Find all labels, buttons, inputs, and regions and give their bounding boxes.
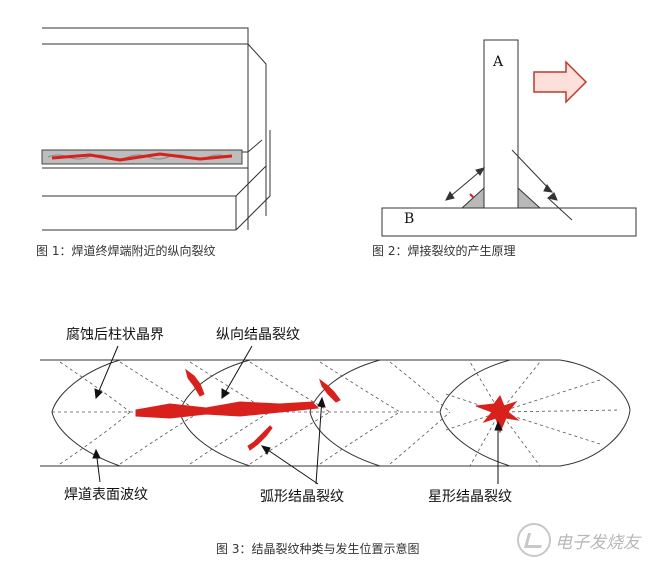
- figure3-ripples: [51, 359, 511, 467]
- figure1-weld-bead: [41, 149, 243, 165]
- watermark: 电子发烧友: [517, 523, 640, 557]
- plate-b-label: B: [404, 211, 415, 227]
- arc-crack-lower: [247, 425, 273, 451]
- arc-crack-right: [319, 378, 341, 403]
- right-weld: [517, 186, 542, 209]
- grain-boundary-label: 腐蚀后柱状晶界: [66, 327, 164, 343]
- longitudinal-crack-label: 纵向结晶裂纹: [216, 327, 300, 343]
- longitudinal-crack-1: [51, 152, 233, 162]
- arc-crack-label: 弧形结晶裂纹: [260, 489, 344, 505]
- star-crack: [475, 394, 520, 434]
- figure3-caption: 图 3：结晶裂纹种类与发生位置示意图: [216, 542, 420, 556]
- figure2-drawing: [381, 39, 637, 237]
- figure3-bead-outline: [40, 359, 631, 467]
- arc-crack-upper: [185, 368, 205, 397]
- figure3-leaders: [92, 345, 503, 485]
- star-crack-label: 星形结晶裂纹: [428, 489, 512, 505]
- watermark-text: 电子发烧友: [555, 532, 640, 553]
- figure3-cracks: [135, 368, 520, 451]
- figure2-caption: 图 2：焊接裂纹的产生原理: [372, 244, 516, 258]
- plate-a-label: A: [493, 54, 504, 70]
- brand-logo-icon: [517, 523, 551, 557]
- longitudinal-crack: [135, 401, 320, 419]
- figure1-drawing: [42, 27, 271, 231]
- figure1-caption: 图 1：焊道终焊端附近的纵向裂纹: [36, 244, 216, 258]
- surface-ripple-label: 焊道表面波纹: [64, 487, 148, 503]
- pull-direction-arrow: [533, 60, 588, 104]
